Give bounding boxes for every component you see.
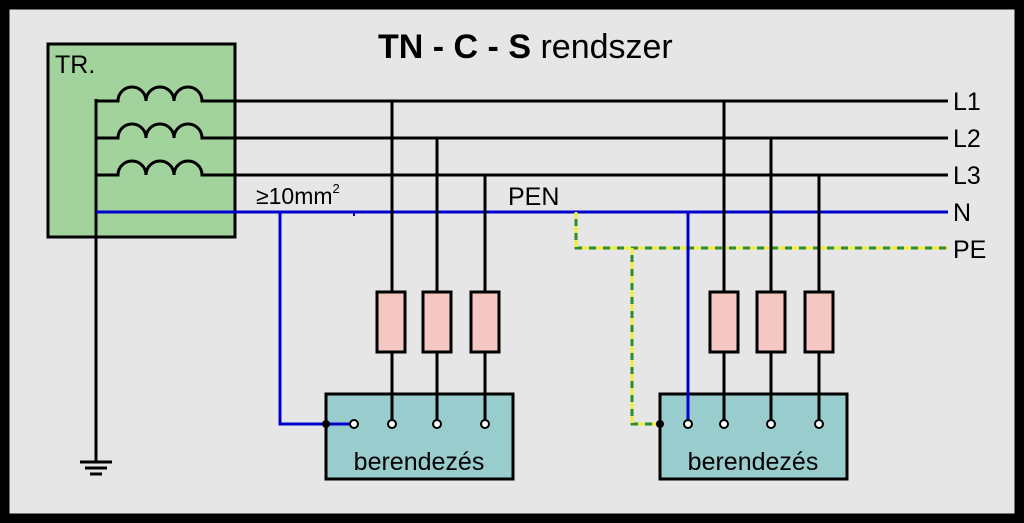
label-l1: L1 (953, 88, 981, 116)
device-label-1: berendezés (354, 448, 485, 476)
device-1-terminals (349, 419, 490, 429)
label-l3: L3 (953, 162, 981, 190)
device-box-1 (324, 392, 515, 481)
fuse (469, 290, 501, 354)
diagram-title: TN - C - S rendszer (378, 28, 673, 66)
label-n: N (953, 199, 971, 227)
label-pe: PE (953, 236, 986, 264)
winding-l1 (96, 85, 236, 103)
fuse (375, 290, 407, 354)
winding-l3 (96, 159, 236, 177)
device-2-ground-dot (656, 420, 664, 428)
ground-symbol (80, 460, 112, 476)
device-2-terminals (683, 419, 824, 429)
phase-lines (236, 99, 948, 177)
device-2-fuses (708, 290, 835, 354)
conductor-size-label: ≥10mm2 (256, 181, 340, 209)
fuse (755, 290, 787, 354)
fuse (708, 290, 740, 354)
pe-conductor (574, 212, 948, 426)
transformer-windings (94, 85, 236, 462)
transformer-label: TR. (55, 51, 95, 79)
winding-l2 (96, 122, 236, 140)
device-1-ground-dot (322, 420, 330, 428)
transformer-box (46, 42, 237, 239)
device-1-fuses (375, 290, 501, 354)
label-l2: L2 (953, 125, 981, 153)
device-label-2: berendezés (688, 448, 819, 476)
fuse (803, 290, 835, 354)
device-box-2 (658, 392, 849, 481)
fuse (421, 290, 453, 354)
pen-label: PEN (508, 183, 559, 211)
